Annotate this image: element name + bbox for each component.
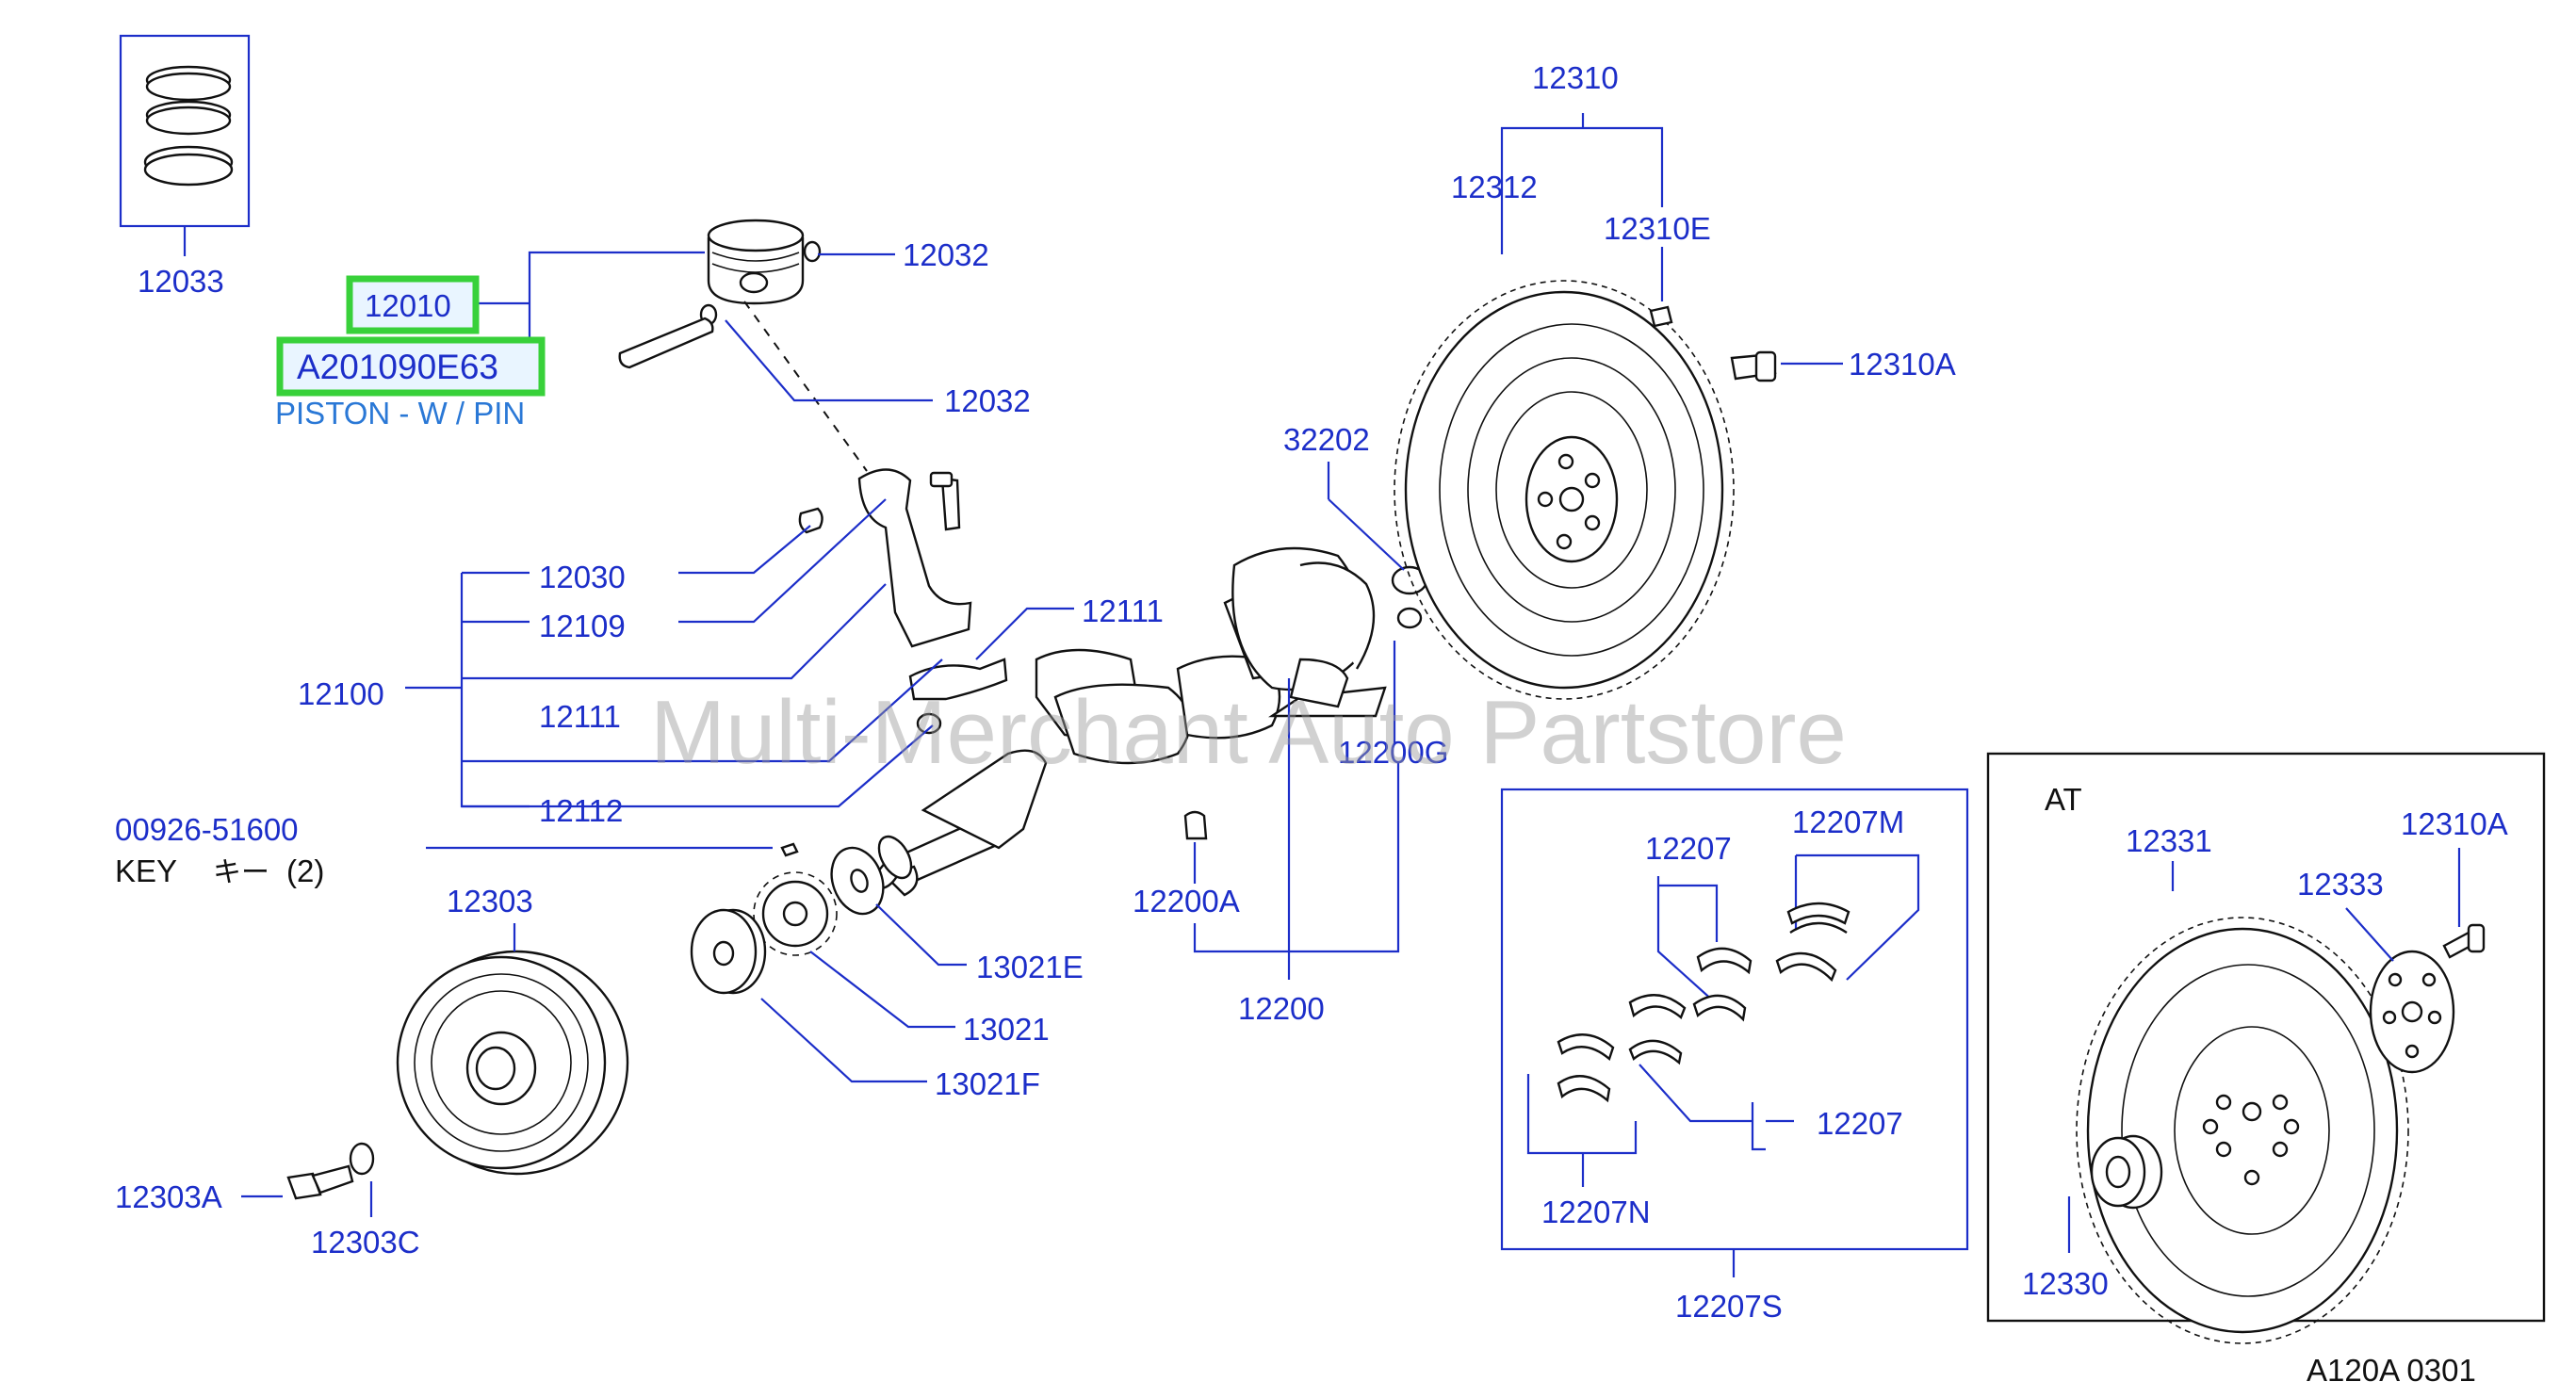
- label-12303C[interactable]: 12303C: [311, 1225, 420, 1260]
- label-12207S[interactable]: 12207S: [1675, 1289, 1783, 1324]
- reinforcement-plate[interactable]: [2369, 950, 2455, 1074]
- at-bolt[interactable]: [2442, 923, 2486, 959]
- pulley-washer[interactable]: [349, 1142, 375, 1176]
- flywheel[interactable]: [1394, 280, 1735, 700]
- piston-ring-set[interactable]: [119, 34, 251, 256]
- woodruff-plug[interactable]: [1183, 810, 1208, 840]
- label-A201090E63[interactable]: A201090E63: [297, 348, 498, 386]
- crank-pulley[interactable]: [396, 950, 629, 1176]
- key-part[interactable]: [780, 842, 799, 857]
- collar-13021F[interactable]: [690, 908, 767, 995]
- flywheel-bolt[interactable]: [1730, 350, 1777, 382]
- crankshaft[interactable]: [883, 546, 1428, 897]
- label-13021F[interactable]: 13021F: [935, 1066, 1040, 1101]
- label-12032-bottom[interactable]: 12032: [944, 383, 1031, 418]
- label-12310E[interactable]: 12310E: [1604, 211, 1711, 246]
- key-label-en: KEY: [115, 853, 177, 888]
- label-00926-51600[interactable]: 00926-51600: [115, 812, 299, 847]
- dowel-12310E[interactable]: [1649, 305, 1673, 328]
- label-12100[interactable]: 12100: [298, 676, 384, 711]
- highlight-A201090E63: [276, 336, 546, 397]
- label-12207N[interactable]: 12207N: [1541, 1195, 1651, 1229]
- drive-plate[interactable]: [2076, 917, 2409, 1344]
- washer-13021E[interactable]: [823, 840, 891, 920]
- label-12207M[interactable]: 12207M: [1792, 805, 1904, 839]
- label-12330[interactable]: 12330: [2022, 1266, 2109, 1301]
- label-12111-left[interactable]: 12111: [539, 699, 621, 734]
- label-12207-bottom[interactable]: 12207: [1817, 1106, 1903, 1141]
- label-12032-top[interactable]: 12032: [903, 237, 989, 272]
- label-12312[interactable]: 12312: [1451, 170, 1538, 204]
- label-12200A[interactable]: 12200A: [1133, 884, 1240, 918]
- label-12303[interactable]: 12303: [447, 884, 533, 918]
- label-12111-right[interactable]: 12111: [1082, 593, 1164, 628]
- pulley-bolt[interactable]: [286, 1164, 354, 1200]
- piston-description: PISTON - W / PIN: [275, 396, 525, 431]
- label-12200G[interactable]: 12200G: [1338, 735, 1448, 770]
- label-12200[interactable]: 12200: [1238, 991, 1325, 1026]
- diagram-code: A120A 0301: [2307, 1353, 2476, 1388]
- spacer-12330[interactable]: [2090, 1134, 2163, 1210]
- label-12331[interactable]: 12331: [2126, 823, 2212, 858]
- watermark: Multi-Merchant Auto Partstore: [650, 682, 1847, 783]
- label-12333[interactable]: 12333: [2297, 867, 2384, 902]
- label-32202[interactable]: 32202: [1283, 422, 1370, 457]
- label-12112[interactable]: 12112: [539, 793, 623, 828]
- label-12310[interactable]: 12310: [1532, 60, 1619, 95]
- label-13021[interactable]: 13021: [963, 1012, 1050, 1047]
- bearing-set-box: [1500, 788, 1969, 1251]
- label-12030[interactable]: 12030: [539, 560, 626, 594]
- key-label-jp: キー: [213, 856, 269, 889]
- key-qty: (2): [286, 853, 324, 888]
- highlight-12010: [346, 275, 480, 334]
- bearing-shells[interactable]: [1557, 902, 1850, 1103]
- label-12207-top[interactable]: 12207: [1645, 831, 1732, 866]
- sprocket-13021[interactable]: [753, 871, 838, 956]
- connecting-rod[interactable]: [798, 468, 1008, 735]
- piston[interactable]: [618, 219, 868, 472]
- label-12310A[interactable]: 12310A: [1849, 347, 1956, 382]
- label-12033[interactable]: 12033: [138, 264, 224, 299]
- label-12010[interactable]: 12010: [365, 288, 451, 323]
- label-12310A-at[interactable]: 12310A: [2401, 806, 2508, 841]
- label-13021E[interactable]: 13021E: [976, 950, 1084, 984]
- label-12109[interactable]: 12109: [539, 609, 626, 643]
- label-12303A[interactable]: 12303A: [115, 1179, 222, 1214]
- at-label: AT: [2045, 782, 2082, 817]
